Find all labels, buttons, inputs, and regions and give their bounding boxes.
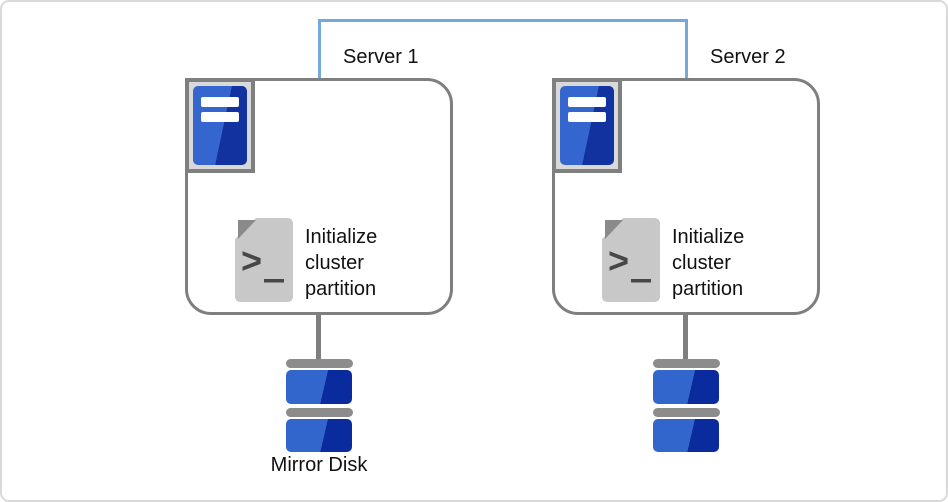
server-icon-slot	[201, 112, 239, 122]
server-icon-slot	[568, 112, 606, 122]
server-icon	[193, 86, 247, 165]
disk-cap	[285, 408, 353, 417]
network-link-line-horizontal	[318, 19, 688, 22]
network-link-line-server1	[318, 19, 321, 79]
disk-platter	[286, 419, 352, 452]
disk-cap	[652, 408, 720, 417]
mirror-disk-icon	[285, 359, 353, 452]
disk-cap	[652, 359, 720, 368]
mirror-disk-icon	[652, 359, 720, 452]
server-icon-slot	[568, 97, 606, 107]
disk-platter	[286, 370, 352, 404]
disk-connector-line	[316, 315, 321, 363]
disk-connector-line	[683, 315, 688, 363]
server-icon	[560, 86, 614, 165]
server-1-label: Server 1	[343, 46, 419, 68]
svg-text:>: >	[241, 240, 262, 281]
task-caption: Initialize cluster partition	[305, 226, 378, 300]
network-link-line-server2	[685, 19, 688, 79]
server-2-label: Server 2	[710, 46, 786, 68]
server-icon-slot	[201, 97, 239, 107]
task-caption: Initialize cluster partition	[672, 226, 745, 300]
terminal-script-icon: >	[602, 218, 660, 302]
server-2-group: Server 2 > Initialize cluster partition	[552, 46, 820, 488]
mirror-disk-label: Mirror Disk	[270, 454, 368, 476]
svg-text:>: >	[608, 240, 629, 281]
disk-cap	[285, 359, 353, 368]
server-1-icon-panel	[185, 78, 255, 173]
server-1-group: Server 1 > Initialize cluster partition …	[185, 46, 453, 488]
disk-platter	[653, 419, 719, 452]
disk-platter	[653, 370, 719, 404]
server-2-icon-panel	[552, 78, 622, 173]
terminal-script-icon: >	[235, 218, 293, 302]
